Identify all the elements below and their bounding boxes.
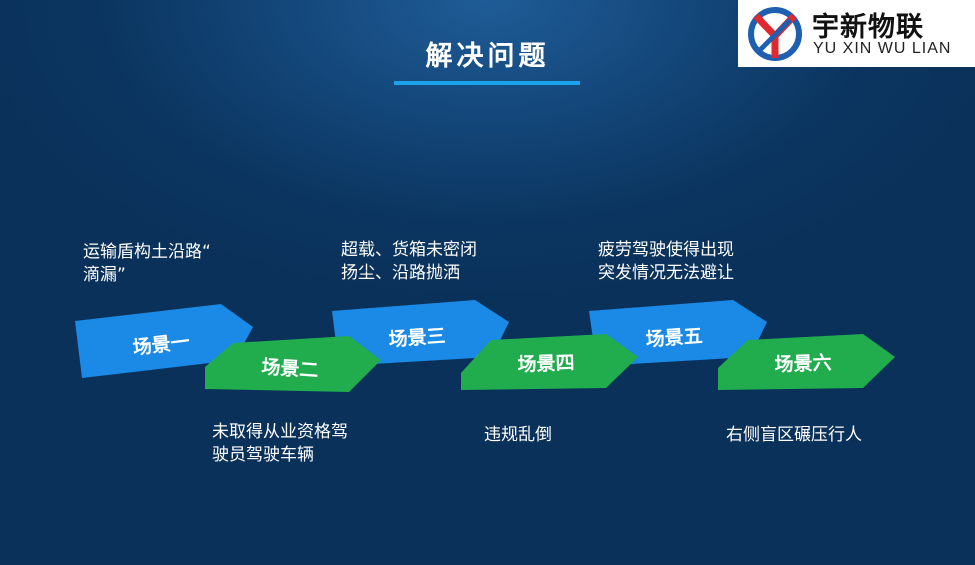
scene-4-arrow [461, 334, 638, 390]
logo-mark-icon [748, 7, 802, 61]
scene-5-description: 疲劳驾驶使得出现 突发情况无法避让 [598, 240, 734, 283]
page-title: 解决问题 [425, 41, 550, 72]
logo-name-cn: 宇新物联 [812, 12, 924, 43]
logo: 宇新物联 YU XIN WU LIAN [738, 0, 975, 67]
title-underline [394, 81, 580, 85]
scene-4-description: 违规乱倒 [484, 425, 552, 445]
scene-5-arrow [589, 300, 767, 366]
scene-1-arrow [75, 304, 253, 378]
scene-3-arrow [332, 300, 509, 366]
logo-name-en: YU XIN WU LIAN [813, 40, 952, 57]
scene-6-description: 右侧盲区碾压行人 [726, 425, 862, 445]
scene-2-arrow [205, 336, 381, 392]
scene-1-description: 运输盾构土沿路“ 滴漏” [83, 242, 211, 285]
scene-2-description: 未取得从业资格驾 驶员驾驶车辆 [212, 422, 348, 465]
scene-6-arrow [718, 334, 895, 390]
scene-3-description: 超载、货箱未密闭 扬尘、沿路抛洒 [341, 240, 477, 283]
